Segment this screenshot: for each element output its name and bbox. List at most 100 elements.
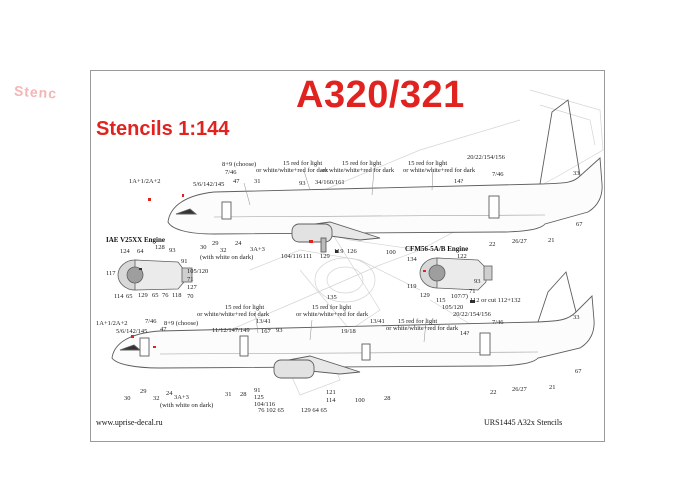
label: 31	[254, 178, 261, 185]
label: 91	[181, 258, 188, 265]
label: 129	[420, 292, 430, 299]
small-black-marks	[139, 250, 475, 303]
label: 127	[187, 284, 197, 291]
label: 114	[114, 293, 124, 300]
cfm-engine	[419, 257, 493, 291]
label: 1A+1/2A+2	[129, 178, 161, 185]
label: 32	[153, 395, 160, 402]
label: 22	[489, 241, 496, 248]
label: 93	[474, 278, 481, 285]
label: 93	[276, 327, 283, 334]
label: 117	[106, 270, 116, 277]
label: 5/6/142/145	[116, 328, 148, 335]
label: 33	[573, 314, 580, 321]
label: 15 red for light	[342, 160, 382, 167]
lower-aircraft	[111, 294, 595, 379]
label: 115	[436, 297, 446, 304]
decal-sheet	[90, 70, 605, 442]
website-link[interactable]: www.uprise-decal.ru	[96, 418, 163, 427]
label: 19/18	[341, 328, 356, 335]
product-code: URS1445 A32x Stencils	[484, 418, 563, 427]
label: 76 102 65	[258, 407, 284, 414]
label: 121	[326, 389, 336, 396]
label: 20/22/154/156	[453, 311, 491, 318]
label: 7/46	[492, 319, 504, 326]
label: 71	[187, 276, 194, 283]
label: 34/160/161	[315, 179, 345, 186]
label: 65	[152, 292, 159, 299]
label: 22	[490, 389, 497, 396]
label: or white/white+red for dark	[403, 167, 476, 174]
iae-engine	[117, 259, 193, 291]
label: 1A+1/2A+2	[96, 320, 128, 327]
label: 129	[320, 253, 330, 260]
label: 20/22/154/156	[467, 154, 505, 161]
label: 15 red for light	[408, 160, 448, 167]
label: 119	[407, 283, 417, 290]
label: 104/116	[281, 253, 303, 260]
label: 105/120	[442, 304, 464, 311]
label: 7/46	[145, 318, 157, 325]
upper-tail	[539, 99, 581, 185]
label: 100	[386, 249, 396, 256]
label: 67	[576, 221, 583, 228]
label: 15 red for light	[283, 160, 323, 167]
label: 65	[126, 293, 133, 300]
label: 70	[187, 293, 194, 300]
label: 15 red for light	[225, 304, 265, 311]
label: 13/41	[370, 318, 385, 325]
label: 105/120	[187, 268, 209, 275]
label: or white/white+red for dark	[256, 167, 329, 174]
label: or white/white+red for dark	[322, 167, 395, 174]
lower-tail	[537, 271, 577, 323]
label: 32	[220, 247, 227, 254]
label: 29	[140, 388, 147, 395]
label: 26/27	[512, 386, 527, 393]
label: 128	[155, 244, 165, 251]
label: 28	[240, 391, 247, 398]
label: 124	[120, 248, 130, 255]
label: 33	[573, 170, 580, 177]
label: 129	[138, 292, 148, 299]
iae-engine-title: IAE V25XX Engine	[106, 236, 165, 244]
label: 118	[172, 292, 182, 299]
label: 134	[407, 256, 417, 263]
label: 71	[469, 288, 476, 295]
label: 107/7)	[451, 293, 468, 300]
upper-aircraft	[167, 157, 603, 253]
label: 93	[299, 180, 306, 187]
label: 67	[575, 368, 582, 375]
label: 3A+3	[250, 246, 265, 253]
label: or white/white+red for dark	[197, 311, 270, 318]
label: or white/white+red for dark	[296, 311, 369, 318]
label: 47	[160, 326, 167, 333]
label: 30	[200, 244, 207, 251]
label: 3A+3	[174, 394, 189, 401]
label: 15 red for light	[398, 318, 438, 325]
label: 111	[303, 253, 313, 260]
label: 29	[212, 240, 219, 247]
label: 26/27	[512, 238, 527, 245]
label: 8+9 (choose)	[164, 320, 199, 327]
leader-lines	[243, 167, 434, 343]
label: 8+9 (choose)	[222, 161, 257, 168]
label: 114	[326, 397, 336, 404]
page-subtitle: Stencils 1:144	[96, 118, 230, 140]
label: 24	[166, 390, 173, 397]
label: 47	[233, 178, 240, 185]
label: 100	[355, 397, 365, 404]
label: 93	[169, 247, 176, 254]
label: 104/116	[254, 401, 276, 408]
label: 11/12/147/149	[212, 327, 250, 334]
label: 21	[549, 384, 556, 391]
label: 126	[347, 248, 357, 255]
label: (with white on dark)	[200, 254, 254, 261]
label: 13/41	[256, 318, 271, 325]
label: or white/white+red for dark	[386, 325, 459, 332]
label: 119	[334, 248, 344, 255]
label: 24	[235, 240, 242, 247]
label: 15 red for light	[312, 304, 352, 311]
red-stencil-marks	[131, 194, 426, 348]
label: 129 64 65	[301, 407, 327, 414]
